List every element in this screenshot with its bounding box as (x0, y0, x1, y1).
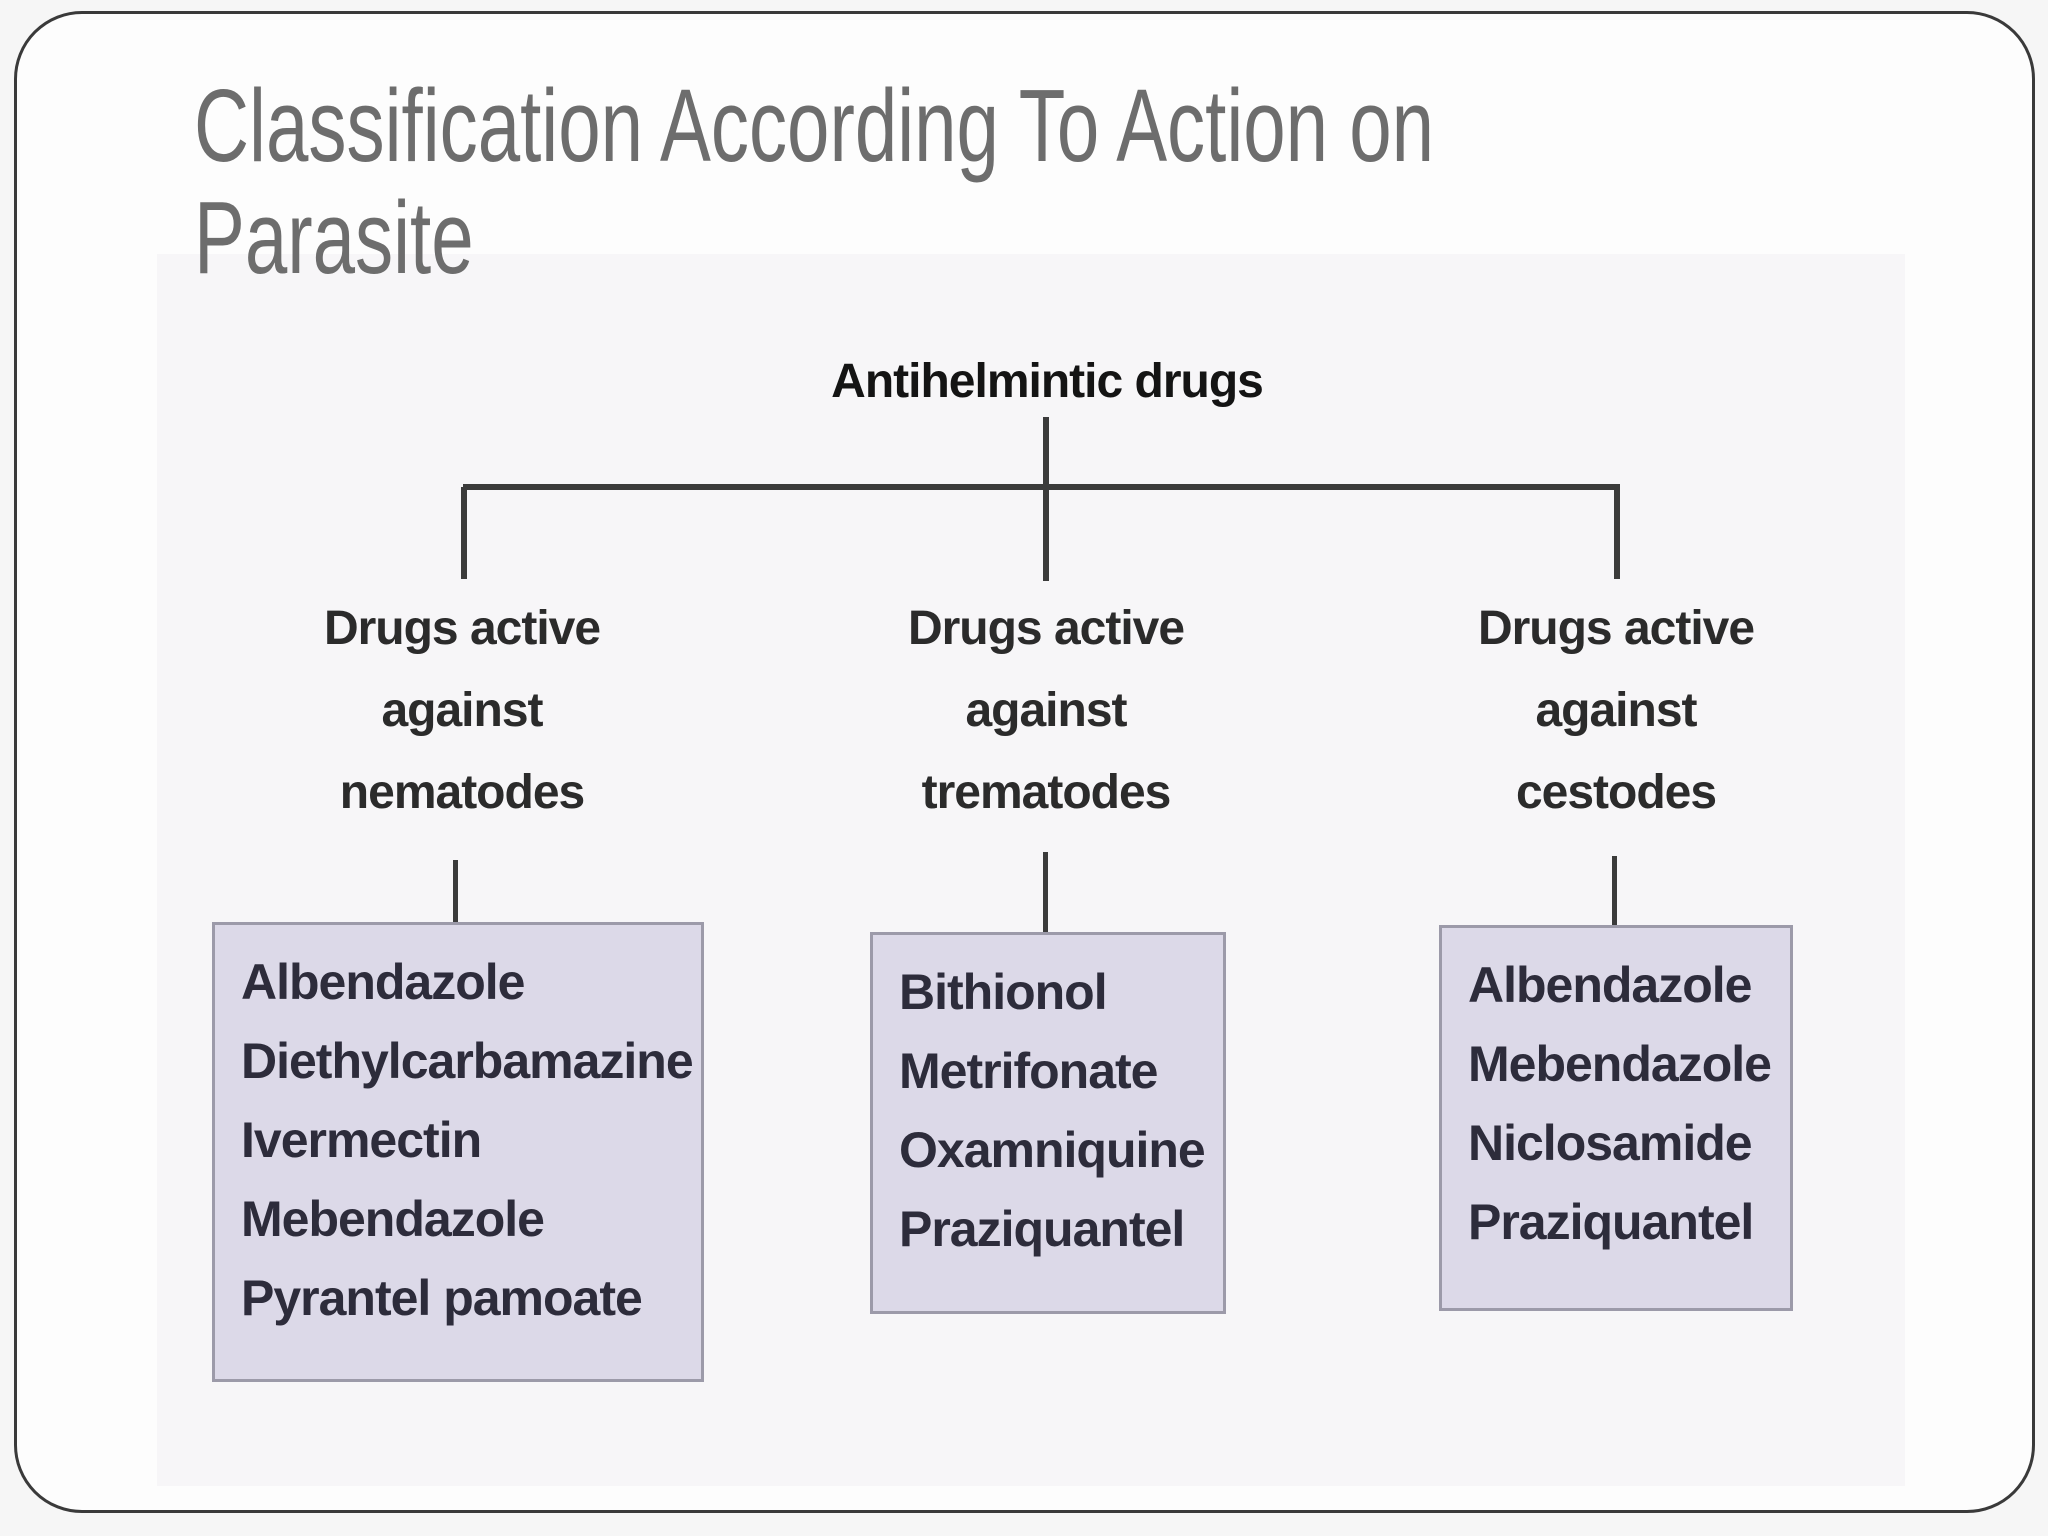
branch-label-line: Drugs active (323, 602, 601, 655)
branch-label-line: against (1535, 684, 1697, 737)
drug-item: Ivermectin (241, 1112, 482, 1168)
page-title: Classification According To Action on Pa… (194, 70, 1870, 294)
connector-root-vertical (1043, 417, 1049, 581)
drug-item: Oxamniquine (899, 1122, 1206, 1178)
branch-label-trematodes: Drugs active against trematodes (726, 588, 1366, 834)
drug-box-trematodes: Bithionol Metrifonate Oxamniquine Praziq… (870, 932, 1226, 1314)
connector-cestodes-box-stub (1612, 856, 1617, 926)
title-line-2: Parasite (194, 180, 474, 295)
branch-label-line: against (965, 684, 1127, 737)
connector-trematodes-box-stub (1043, 852, 1048, 932)
drug-item: Mebendazole (241, 1191, 545, 1247)
drug-box-cestodes: Albendazole Mebendazole Niclosamide Praz… (1439, 925, 1793, 1311)
drug-item: Metrifonate (899, 1043, 1158, 1099)
connector-left-stub (461, 487, 467, 579)
branch-label-nematodes: Drugs active against nematodes (142, 588, 782, 834)
branch-label-line: against (381, 684, 543, 737)
drug-item: Praziquantel (1468, 1194, 1754, 1250)
connector-right-stub (1614, 487, 1620, 579)
branch-label-line: nematodes (339, 766, 585, 819)
branch-label-line: trematodes (921, 766, 1172, 819)
drug-item: Praziquantel (899, 1201, 1185, 1257)
title-line-1: Classification According To Action on (194, 68, 1434, 183)
drug-box-nematodes: Albendazole Diethylcarbamazine Ivermecti… (212, 922, 704, 1382)
slide-frame: Classification According To Action on Pa… (14, 11, 2035, 1513)
branch-label-line: Drugs active (1477, 602, 1755, 655)
drug-item: Albendazole (1468, 957, 1752, 1013)
connector-horizontal (463, 484, 1620, 490)
branch-label-line: Drugs active (907, 602, 1185, 655)
drug-item: Diethylcarbamazine (241, 1033, 694, 1089)
connector-nematodes-box-stub (453, 860, 458, 924)
branch-label-line: cestodes (1515, 766, 1717, 819)
drug-item: Pyrantel pamoate (241, 1270, 643, 1326)
drug-item: Bithionol (899, 964, 1108, 1020)
root-node-label: Antihelmintic drugs (831, 355, 1264, 408)
drug-item: Niclosamide (1468, 1115, 1753, 1171)
branch-label-cestodes: Drugs active against cestodes (1296, 588, 1936, 834)
drug-item: Albendazole (241, 954, 525, 1010)
drug-item: Mebendazole (1468, 1036, 1772, 1092)
